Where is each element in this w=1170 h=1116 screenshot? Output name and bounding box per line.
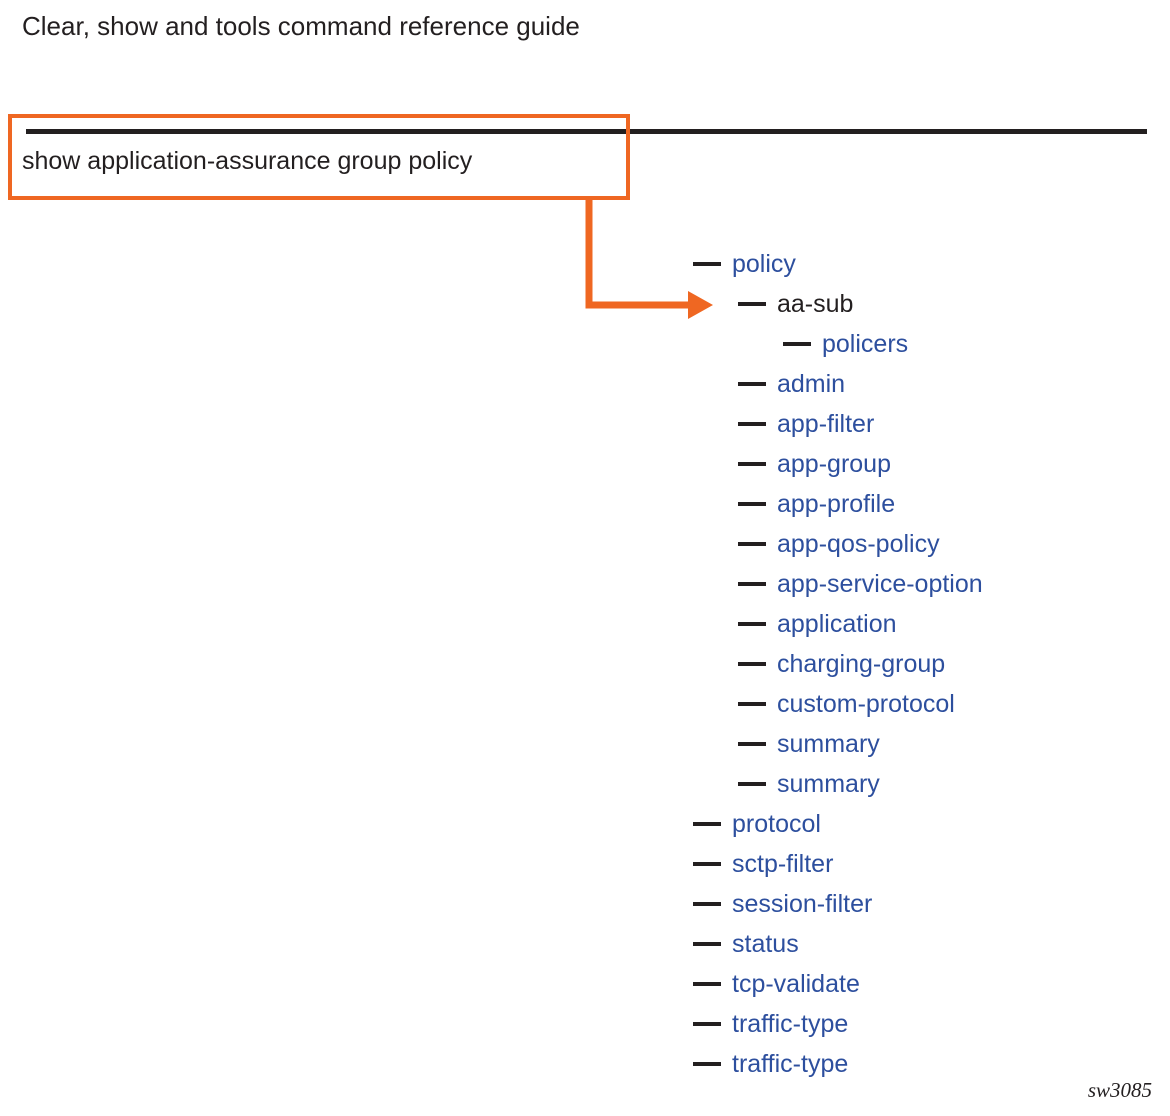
- tree-item-label[interactable]: application: [777, 610, 897, 638]
- em-dash-icon: [693, 981, 721, 986]
- tree-item-app-qos-policy[interactable]: app-qos-policy: [738, 524, 940, 564]
- tree-item-application[interactable]: application: [738, 604, 897, 644]
- em-dash-icon: [693, 1061, 721, 1066]
- tree-item-policy[interactable]: policy: [693, 244, 796, 284]
- tree-item-app-filter[interactable]: app-filter: [738, 404, 874, 444]
- tree-item-app-group[interactable]: app-group: [738, 444, 891, 484]
- em-dash-icon: [738, 781, 766, 786]
- em-dash-icon: [693, 941, 721, 946]
- tree-item-traffic-type[interactable]: traffic-type: [693, 1044, 848, 1084]
- tree-item-protocol[interactable]: protocol: [693, 804, 821, 844]
- tree-item-label[interactable]: traffic-type: [732, 1050, 849, 1078]
- tree-item-label[interactable]: status: [732, 930, 799, 958]
- tree-item-status[interactable]: status: [693, 924, 799, 964]
- figure-id-caption: sw3085: [1087, 1078, 1152, 1102]
- tree-item-label[interactable]: app-group: [777, 450, 891, 478]
- em-dash-icon: [738, 701, 766, 706]
- tree-item-label[interactable]: policy: [732, 250, 796, 278]
- tree-item-tcp-validate[interactable]: tcp-validate: [693, 964, 860, 1004]
- em-dash-icon: [738, 581, 766, 586]
- em-dash-icon: [738, 381, 766, 386]
- tree-item-policers[interactable]: policers: [783, 324, 908, 364]
- tree-item-label[interactable]: sctp-filter: [732, 850, 834, 878]
- em-dash-icon: [693, 901, 721, 906]
- em-dash-icon: [738, 741, 766, 746]
- em-dash-icon: [693, 1021, 721, 1026]
- tree-item-label[interactable]: protocol: [732, 810, 821, 838]
- tree-item-label[interactable]: tcp-validate: [732, 970, 860, 998]
- em-dash-icon: [693, 261, 721, 266]
- tree-item-charging-group[interactable]: charging-group: [738, 644, 945, 684]
- tree-item-label[interactable]: app-qos-policy: [777, 530, 940, 558]
- tree-item-label[interactable]: summary: [777, 730, 880, 758]
- tree-item-label[interactable]: policers: [822, 330, 909, 358]
- tree-item-traffic-type[interactable]: traffic-type: [693, 1004, 848, 1044]
- em-dash-icon: [738, 501, 766, 506]
- tree-item-custom-protocol[interactable]: custom-protocol: [738, 684, 955, 724]
- em-dash-icon: [738, 301, 766, 306]
- tree-item-label[interactable]: admin: [777, 370, 846, 398]
- tree-item-label[interactable]: summary: [777, 770, 880, 798]
- page-title: Clear, show and tools command reference …: [22, 11, 580, 41]
- tree-item-app-service-option[interactable]: app-service-option: [738, 564, 983, 604]
- tree-item-label[interactable]: app-service-option: [777, 570, 983, 598]
- tree-item-sctp-filter[interactable]: sctp-filter: [693, 844, 833, 884]
- tree-item-label[interactable]: custom-protocol: [777, 690, 955, 718]
- tree-item-label[interactable]: charging-group: [777, 650, 946, 678]
- tree-item-label[interactable]: traffic-type: [732, 1010, 849, 1038]
- em-dash-icon: [693, 861, 721, 866]
- tree-item-admin[interactable]: admin: [738, 364, 845, 404]
- em-dash-icon: [738, 621, 766, 626]
- tree-item-label[interactable]: app-profile: [777, 490, 896, 518]
- em-dash-icon: [738, 421, 766, 426]
- em-dash-icon: [738, 541, 766, 546]
- em-dash-icon: [738, 661, 766, 666]
- header-divider: [26, 129, 1147, 134]
- em-dash-icon: [738, 461, 766, 466]
- tree-item-summary[interactable]: summary: [738, 764, 880, 804]
- tree-item-label[interactable]: app-filter: [777, 410, 875, 438]
- tree-item-label: aa-sub: [777, 290, 854, 318]
- tree-item-label[interactable]: session-filter: [732, 890, 873, 918]
- tree-item-summary[interactable]: summary: [738, 724, 880, 764]
- tree-item-app-profile[interactable]: app-profile: [738, 484, 895, 524]
- em-dash-icon: [693, 821, 721, 826]
- command-callout-box: [8, 114, 630, 200]
- command-path-label: show application-assurance group policy: [22, 147, 473, 175]
- tree-item-aa-sub: aa-sub: [738, 284, 853, 324]
- em-dash-icon: [783, 341, 811, 346]
- tree-item-session-filter[interactable]: session-filter: [693, 884, 872, 924]
